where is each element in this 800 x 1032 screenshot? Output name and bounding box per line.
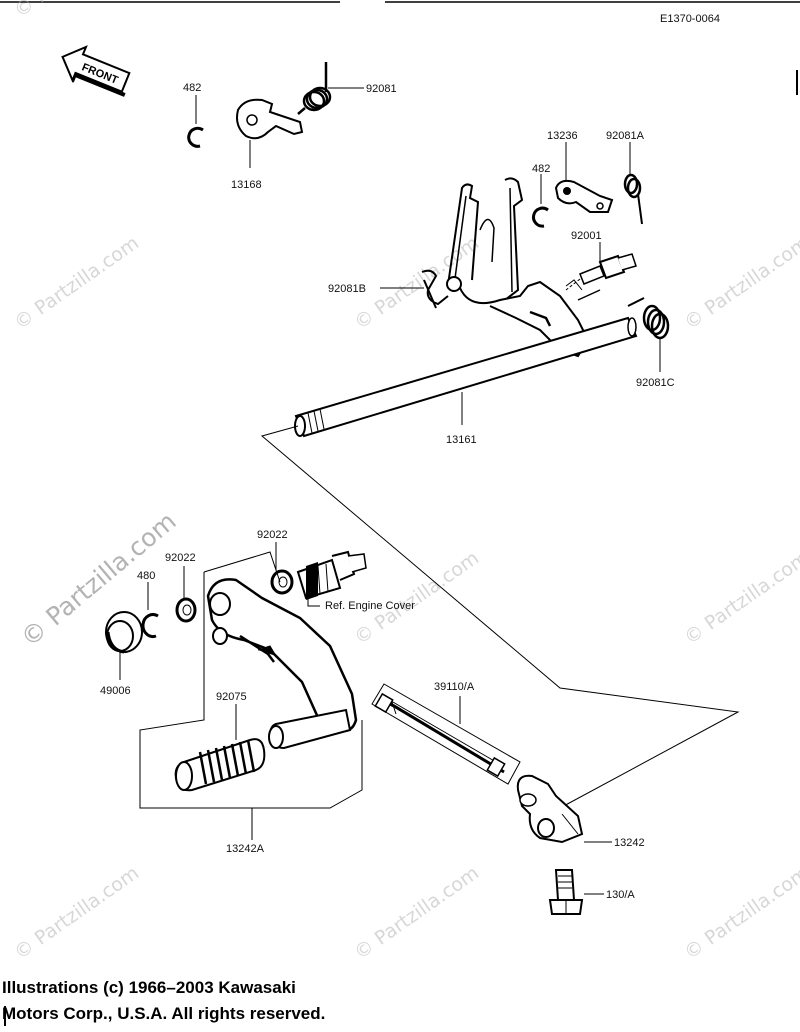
plate-13236 — [554, 142, 614, 213]
shift-pedal-13242A — [206, 578, 358, 750]
callout-92081: 92081 — [366, 83, 397, 95]
callout-482-lower: 482 — [532, 163, 550, 175]
watermark-text: © Partzilla.com — [350, 547, 483, 649]
watermark-text: © Partzilla.com — [680, 232, 800, 334]
bolt-130A — [548, 869, 604, 915]
circlip-482-lower — [532, 174, 549, 228]
cap-49006 — [105, 611, 143, 680]
callout-ref-engine-cover: Ref. Engine Cover — [325, 600, 415, 612]
bolt-92001 — [565, 242, 637, 291]
footer-edge-mark — [4, 1006, 6, 1026]
watermark-text: © Partzilla.com — [350, 862, 483, 964]
callout-482-upper: 482 — [183, 82, 201, 94]
callout-480: 480 — [137, 570, 155, 582]
watermarks: © Partzilla.com © Partzilla.com © Partzi… — [10, 0, 800, 964]
callout-92081C: 92081C — [636, 377, 675, 389]
watermark-text: © Partzilla.com — [350, 232, 483, 334]
callout-92022-left: 92022 — [165, 552, 196, 564]
washer-92022-right — [270, 542, 294, 595]
pivot-bolt — [296, 550, 367, 607]
callout-13161: 13161 — [446, 434, 477, 446]
washer-92022-left — [175, 566, 197, 623]
pedal-group-outline — [139, 551, 363, 809]
spring-92081C — [627, 297, 670, 372]
callout-49006: 49006 — [100, 685, 131, 697]
spring-92081B — [380, 269, 449, 309]
tie-rod-39110A — [371, 683, 521, 785]
watermark-text: © Partzilla.com — [680, 862, 800, 964]
callout-13242A: 13242A — [226, 843, 265, 855]
shift-plate-13168 — [236, 98, 304, 168]
callout-92081B: 92081B — [328, 283, 366, 295]
watermark-text: © Partzilla.com — [680, 547, 800, 649]
guide-lines — [260, 425, 740, 809]
callout-92081A: 92081A — [606, 130, 645, 142]
callout-13236: 13236 — [547, 130, 578, 142]
circlip-480 — [141, 582, 159, 638]
spring-92081 — [297, 62, 364, 115]
callout-92022-right: 92022 — [257, 529, 288, 541]
callout-92075: 92075 — [216, 691, 247, 703]
diagram-code: E1370-0064 — [660, 13, 720, 25]
shift-shaft-13161 — [294, 316, 638, 438]
watermark-text: © Partzilla.com — [10, 0, 143, 22]
clamp-lever-13242 — [516, 774, 612, 844]
front-arrow-icon: FRONT — [61, 45, 131, 97]
callout-92001: 92001 — [571, 230, 602, 242]
callout-13242: 13242 — [614, 837, 645, 849]
callout-130A: 130/A — [606, 889, 635, 901]
callout-13168: 13168 — [231, 179, 262, 191]
copyright-line-1: Illustrations (c) 1966–2003 Kawasaki — [2, 978, 296, 997]
watermark-text: © Partzilla.com — [10, 232, 143, 334]
spring-92081A — [623, 142, 643, 225]
pedal-rubber-92075 — [174, 704, 266, 792]
callout-39110A: 39110/A — [434, 681, 475, 693]
watermark-text-large: © Partzilla.com — [15, 506, 181, 652]
circlip-482-upper — [187, 95, 204, 148]
shift-mechanism — [446, 177, 601, 358]
watermark-text: © Partzilla.com — [10, 862, 143, 964]
copyright-line-2: Motors Corp., U.S.A. All rights reserved… — [2, 1004, 326, 1023]
